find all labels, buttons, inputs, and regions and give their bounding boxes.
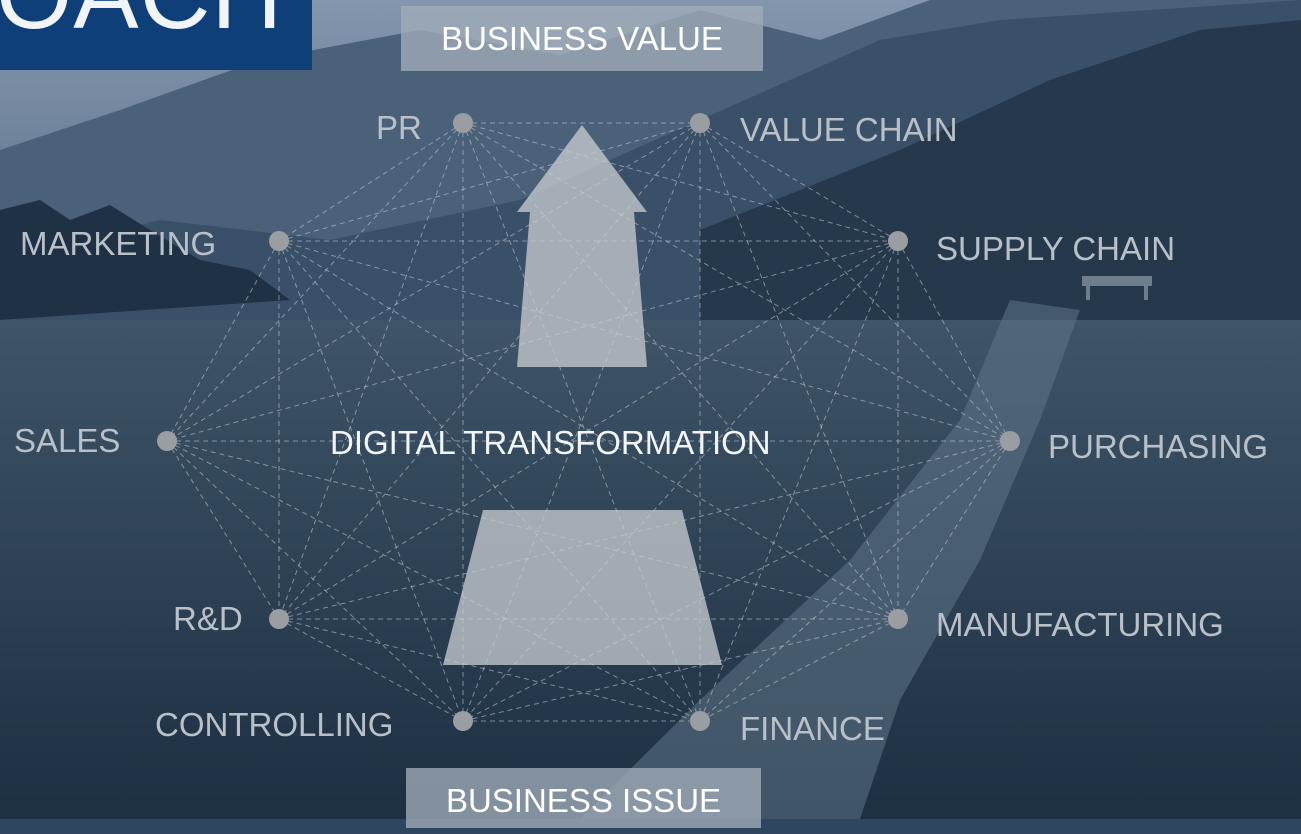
- connector-lines: [166, 122, 1011, 722]
- node-dot-controlling: [453, 711, 473, 731]
- connector-line-pr-r-and-d: [278, 122, 464, 620]
- node-label-value-chain: VALUE CHAIN: [740, 111, 958, 148]
- title-text-fragment: OACH: [0, 0, 283, 51]
- node-label-r-and-d: R&D: [173, 600, 243, 637]
- connector-line-pr-marketing: [278, 122, 464, 242]
- digital-transformation-label: DIGITAL TRANSFORMATION: [330, 424, 771, 461]
- connector-line-manufacturing-finance: [699, 618, 899, 722]
- node-label-controlling: CONTROLLING: [155, 706, 394, 743]
- node-dot-supply-chain: [888, 231, 908, 251]
- node-dot-pr: [453, 113, 473, 133]
- node-dot-value-chain: [690, 113, 710, 133]
- business-value-label: BUSINESS VALUE: [401, 6, 763, 71]
- node-label-marketing: MARKETING: [20, 225, 217, 262]
- connector-line-supply-chain-purchasing: [897, 240, 1011, 442]
- connector-line-purchasing-finance: [699, 440, 1011, 722]
- connector-line-pr-purchasing: [462, 122, 1011, 442]
- node-dot-marketing: [269, 231, 289, 251]
- connector-line-marketing-sales: [166, 240, 280, 442]
- node-label-manufacturing: MANUFACTURING: [936, 606, 1224, 643]
- connector-line-value-chain-supply-chain: [699, 122, 899, 242]
- node-dot-manufacturing: [888, 609, 908, 629]
- base-trapezoid-shape: [443, 510, 722, 665]
- up-arrow-shape: [517, 125, 647, 367]
- connector-line-purchasing-manufacturing: [897, 440, 1011, 620]
- business-issue-label: BUSINESS ISSUE: [406, 768, 761, 828]
- node-label-sales: SALES: [14, 422, 121, 459]
- connector-line-pr-supply-chain: [462, 122, 899, 242]
- node-label-supply-chain: SUPPLY CHAIN: [936, 230, 1176, 267]
- node-dot-r-and-d: [269, 609, 289, 629]
- connector-line-supply-chain-finance: [699, 240, 899, 722]
- connector-line-marketing-controlling: [278, 240, 464, 722]
- connector-line-value-chain-marketing: [278, 122, 701, 242]
- node-label-purchasing: PURCHASING: [1048, 428, 1269, 465]
- node-dot-finance: [690, 711, 710, 731]
- node-dot-sales: [157, 431, 177, 451]
- node-label-finance: FINANCE: [740, 710, 885, 747]
- connector-line-sales-controlling: [166, 440, 464, 722]
- connector-line-sales-r-and-d: [166, 440, 280, 620]
- node-dot-purchasing: [1000, 431, 1020, 451]
- connector-line-r-and-d-finance: [278, 618, 701, 722]
- title-banner: OACH: [0, 0, 312, 70]
- connector-line-r-and-d-controlling: [278, 618, 464, 722]
- node-label-pr: PR: [376, 109, 422, 146]
- connector-line-value-chain-manufacturing: [699, 122, 899, 620]
- connector-line-sales-finance: [166, 440, 701, 722]
- connector-line-supply-chain-r-and-d: [278, 240, 899, 620]
- connector-line-purchasing-controlling: [462, 440, 1011, 722]
- connector-line-value-chain-purchasing: [699, 122, 1011, 442]
- node-dots: [157, 113, 1020, 731]
- connector-line-manufacturing-controlling: [462, 618, 899, 722]
